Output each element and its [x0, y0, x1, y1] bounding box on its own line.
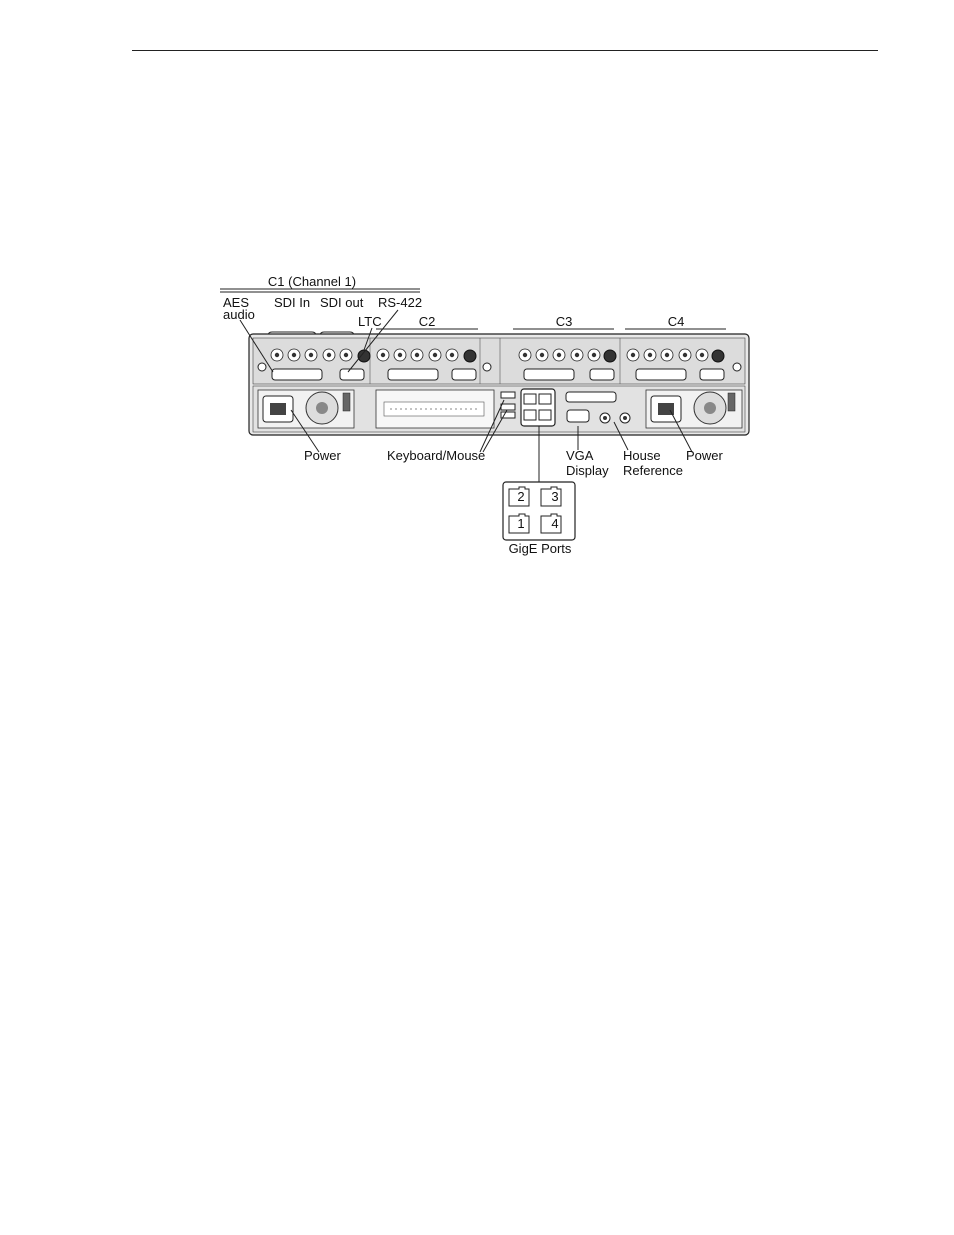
power-supply-right: [645, 389, 743, 429]
c4-label: C4: [668, 314, 685, 329]
house-label-line2: Reference: [623, 463, 683, 478]
rs422-label: RS-422: [378, 295, 422, 310]
gige-port-1: 1: [517, 516, 524, 531]
gige-port-4: 4: [551, 516, 558, 531]
c1-group-label: C1 (Channel 1): [268, 274, 356, 289]
sdi-out-label: SDI out: [320, 295, 364, 310]
power-right-label: Power: [686, 448, 724, 463]
ltc-label: LTC: [358, 314, 382, 329]
gige-ports-panel: [520, 388, 556, 427]
usb-ports: [500, 391, 516, 419]
bnc-connectors: [270, 348, 709, 362]
house-label-line1: House: [623, 448, 661, 463]
c2-label: C2: [419, 314, 436, 329]
expansion-slot: [375, 389, 495, 429]
sdi-in-label: SDI In: [274, 295, 310, 310]
house-reference-connectors: [599, 412, 631, 424]
c3-label: C3: [556, 314, 573, 329]
gige-port-3: 3: [551, 489, 558, 504]
vga-label-line1: VGA: [566, 448, 594, 463]
vga-connector: [565, 391, 617, 423]
gige-port-2: 2: [517, 489, 524, 504]
keyboard-mouse-label: Keyboard/Mouse: [387, 448, 485, 463]
ltc-connectors: [357, 349, 725, 363]
power-left-label: Power: [304, 448, 342, 463]
gige-ports-inset: 2 3 1 4: [502, 481, 576, 541]
gige-ports-label: GigE Ports: [509, 541, 572, 556]
aes-label-line1: AES: [223, 295, 249, 310]
vga-label-line2: Display: [566, 463, 609, 478]
aes-and-rs422-connectors: [257, 362, 742, 381]
header-rule: [132, 50, 878, 51]
aes-label-line2: audio: [223, 307, 255, 322]
power-supply-left: [257, 389, 355, 429]
leader-lines: [239, 309, 693, 482]
